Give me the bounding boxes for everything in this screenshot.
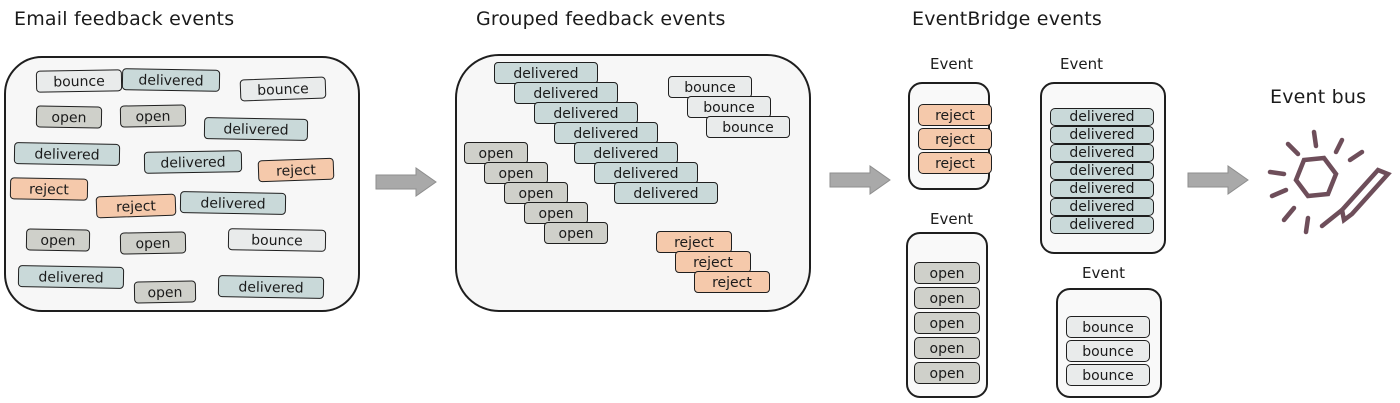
eventbridge-item-reject: reject <box>918 128 992 150</box>
event-label: Event <box>930 55 973 73</box>
feedback-event-chip-bounce: bounce <box>35 69 123 93</box>
grouped-event-chip-reject: reject <box>656 231 732 253</box>
eventbridge-item-open: open <box>914 337 980 359</box>
feedback-event-chip-delivered: delivered <box>217 275 325 299</box>
grouped-event-chip-open: open <box>464 142 528 164</box>
feedback-event-chip-delivered: delivered <box>179 191 287 215</box>
right-arrow-icon <box>375 167 437 197</box>
event-label: Event <box>1060 55 1103 73</box>
grouped-event-chip-delivered: delivered <box>614 182 718 204</box>
right-arrow-icon <box>829 165 891 195</box>
grouped-event-chip-bounce: bounce <box>668 76 752 98</box>
heading-grouped-feedback-events: Grouped feedback events <box>476 8 726 30</box>
grouped-event-chip-open: open <box>524 202 588 224</box>
feedback-event-chip-open: open <box>119 231 187 255</box>
feedback-event-chip-open: open <box>35 105 103 129</box>
eventbridge-item-open: open <box>914 362 980 384</box>
grouped-event-chip-open: open <box>544 222 608 244</box>
feedback-event-chip-bounce: bounce <box>239 76 327 102</box>
eventbridge-item-delivered: delivered <box>1050 126 1154 144</box>
feedback-event-chip-delivered: delivered <box>203 117 309 141</box>
grouped-event-chip-delivered: delivered <box>554 122 658 144</box>
eventbridge-item-delivered: delivered <box>1050 162 1154 180</box>
grouped-event-chip-reject: reject <box>675 251 751 273</box>
feedback-event-chip-open: open <box>119 104 187 128</box>
eventbridge-item-bounce: bounce <box>1066 316 1150 338</box>
grouped-event-chip-delivered: delivered <box>534 102 638 124</box>
grouped-event-chip-delivered: delivered <box>514 82 618 104</box>
eventbridge-item-delivered: delivered <box>1050 144 1154 162</box>
eventbridge-item-delivered: delivered <box>1050 216 1154 234</box>
feedback-event-chip-open: open <box>25 228 91 252</box>
right-arrow-icon <box>1187 165 1249 195</box>
heading-eventbridge-events: EventBridge events <box>912 8 1103 30</box>
feedback-event-chip-delivered: delivered <box>121 68 221 92</box>
eventbridge-item-reject: reject <box>918 152 992 174</box>
eventbridge-item-delivered: delivered <box>1050 198 1154 216</box>
heading-event-bus: Event bus <box>1270 86 1367 108</box>
grouped-event-chip-delivered: delivered <box>594 162 698 184</box>
eventbridge-item-open: open <box>914 287 980 309</box>
feedback-event-chip-reject: reject <box>95 193 177 219</box>
eventbridge-item-delivered: delivered <box>1050 180 1154 198</box>
feedback-event-chip-open: open <box>133 280 197 304</box>
feedback-event-chip-delivered: delivered <box>13 142 121 166</box>
grouped-event-chip-reject: reject <box>694 271 770 293</box>
event-label: Event <box>930 210 973 228</box>
feedback-event-chip-bounce: bounce <box>227 228 327 252</box>
grouped-event-chip-delivered: delivered <box>574 142 678 164</box>
grouped-event-chip-open: open <box>484 162 548 184</box>
heading-email-feedback-events: Email feedback events <box>14 8 235 30</box>
eventbridge-item-delivered: delivered <box>1050 108 1154 126</box>
eventbridge-item-reject: reject <box>918 104 992 126</box>
feedback-event-chip-delivered: delivered <box>143 150 243 174</box>
grouped-event-chip-bounce: bounce <box>706 116 790 138</box>
eventbridge-item-open: open <box>914 312 980 334</box>
feedback-event-chip-reject: reject <box>257 157 335 183</box>
grouped-event-chip-bounce: bounce <box>687 96 771 118</box>
feedback-event-chip-reject: reject <box>9 177 89 201</box>
eventbridge-item-bounce: bounce <box>1066 364 1150 386</box>
grouped-event-chip-open: open <box>504 182 568 204</box>
eventbridge-item-open: open <box>914 262 980 284</box>
event-bus-icon <box>1267 129 1392 235</box>
event-label: Event <box>1082 264 1125 282</box>
eventbridge-item-bounce: bounce <box>1066 340 1150 362</box>
grouped-event-chip-delivered: delivered <box>494 62 598 84</box>
feedback-event-chip-delivered: delivered <box>17 265 125 289</box>
